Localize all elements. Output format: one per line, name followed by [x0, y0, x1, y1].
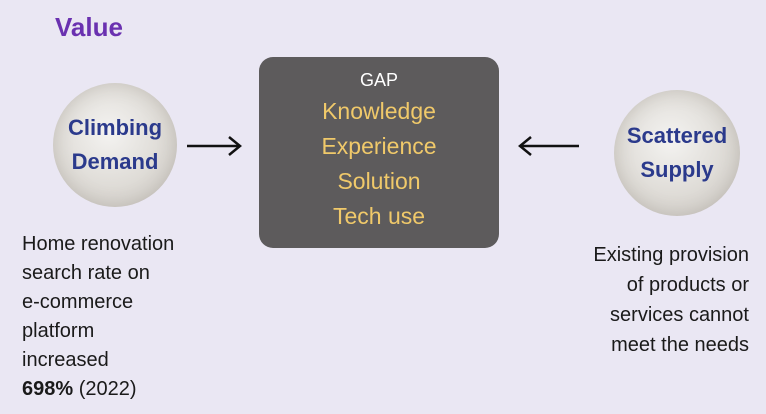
arrow-left-icon [518, 136, 579, 156]
gap-item: Experience [321, 133, 437, 159]
text-line: meet the needs [611, 334, 749, 356]
text-line: increased [22, 349, 109, 371]
text-line: search rate on [22, 262, 150, 284]
arrow-right-icon [187, 136, 242, 156]
climbing-demand-circle: Climbing Demand [53, 83, 177, 207]
stat-value: 698% [22, 378, 74, 400]
text-line: e-commerce [22, 291, 134, 313]
circle-label-line: Supply [640, 157, 714, 182]
text-line: Existing provision [593, 244, 749, 266]
supply-description: Existing provision of products or servic… [519, 240, 749, 360]
scattered-supply-circle: Scattered Supply [614, 90, 740, 216]
text-line: services cannot [610, 304, 749, 326]
stat-year: (2022) [78, 378, 137, 400]
stat-line: 698% (2022) [22, 375, 242, 404]
section-title: Value [55, 12, 123, 42]
gap-label: GAP [359, 70, 398, 90]
text-line: of products or [626, 274, 749, 296]
gap-box: GAP Knowledge Experience Solution Tech u… [259, 57, 499, 248]
text-line: platform [22, 320, 95, 342]
gap-item: Knowledge [322, 98, 436, 124]
circle-label-line: Climbing [67, 115, 163, 140]
gap-item: Tech use [332, 203, 426, 229]
gap-item: Solution [337, 168, 421, 194]
circle-label-line: Demand [71, 149, 159, 174]
demand-description: Home renovation search rate on e-commerc… [22, 230, 242, 404]
text-line: Home renovation [22, 233, 175, 255]
circle-label-line: Scattered [626, 123, 728, 148]
